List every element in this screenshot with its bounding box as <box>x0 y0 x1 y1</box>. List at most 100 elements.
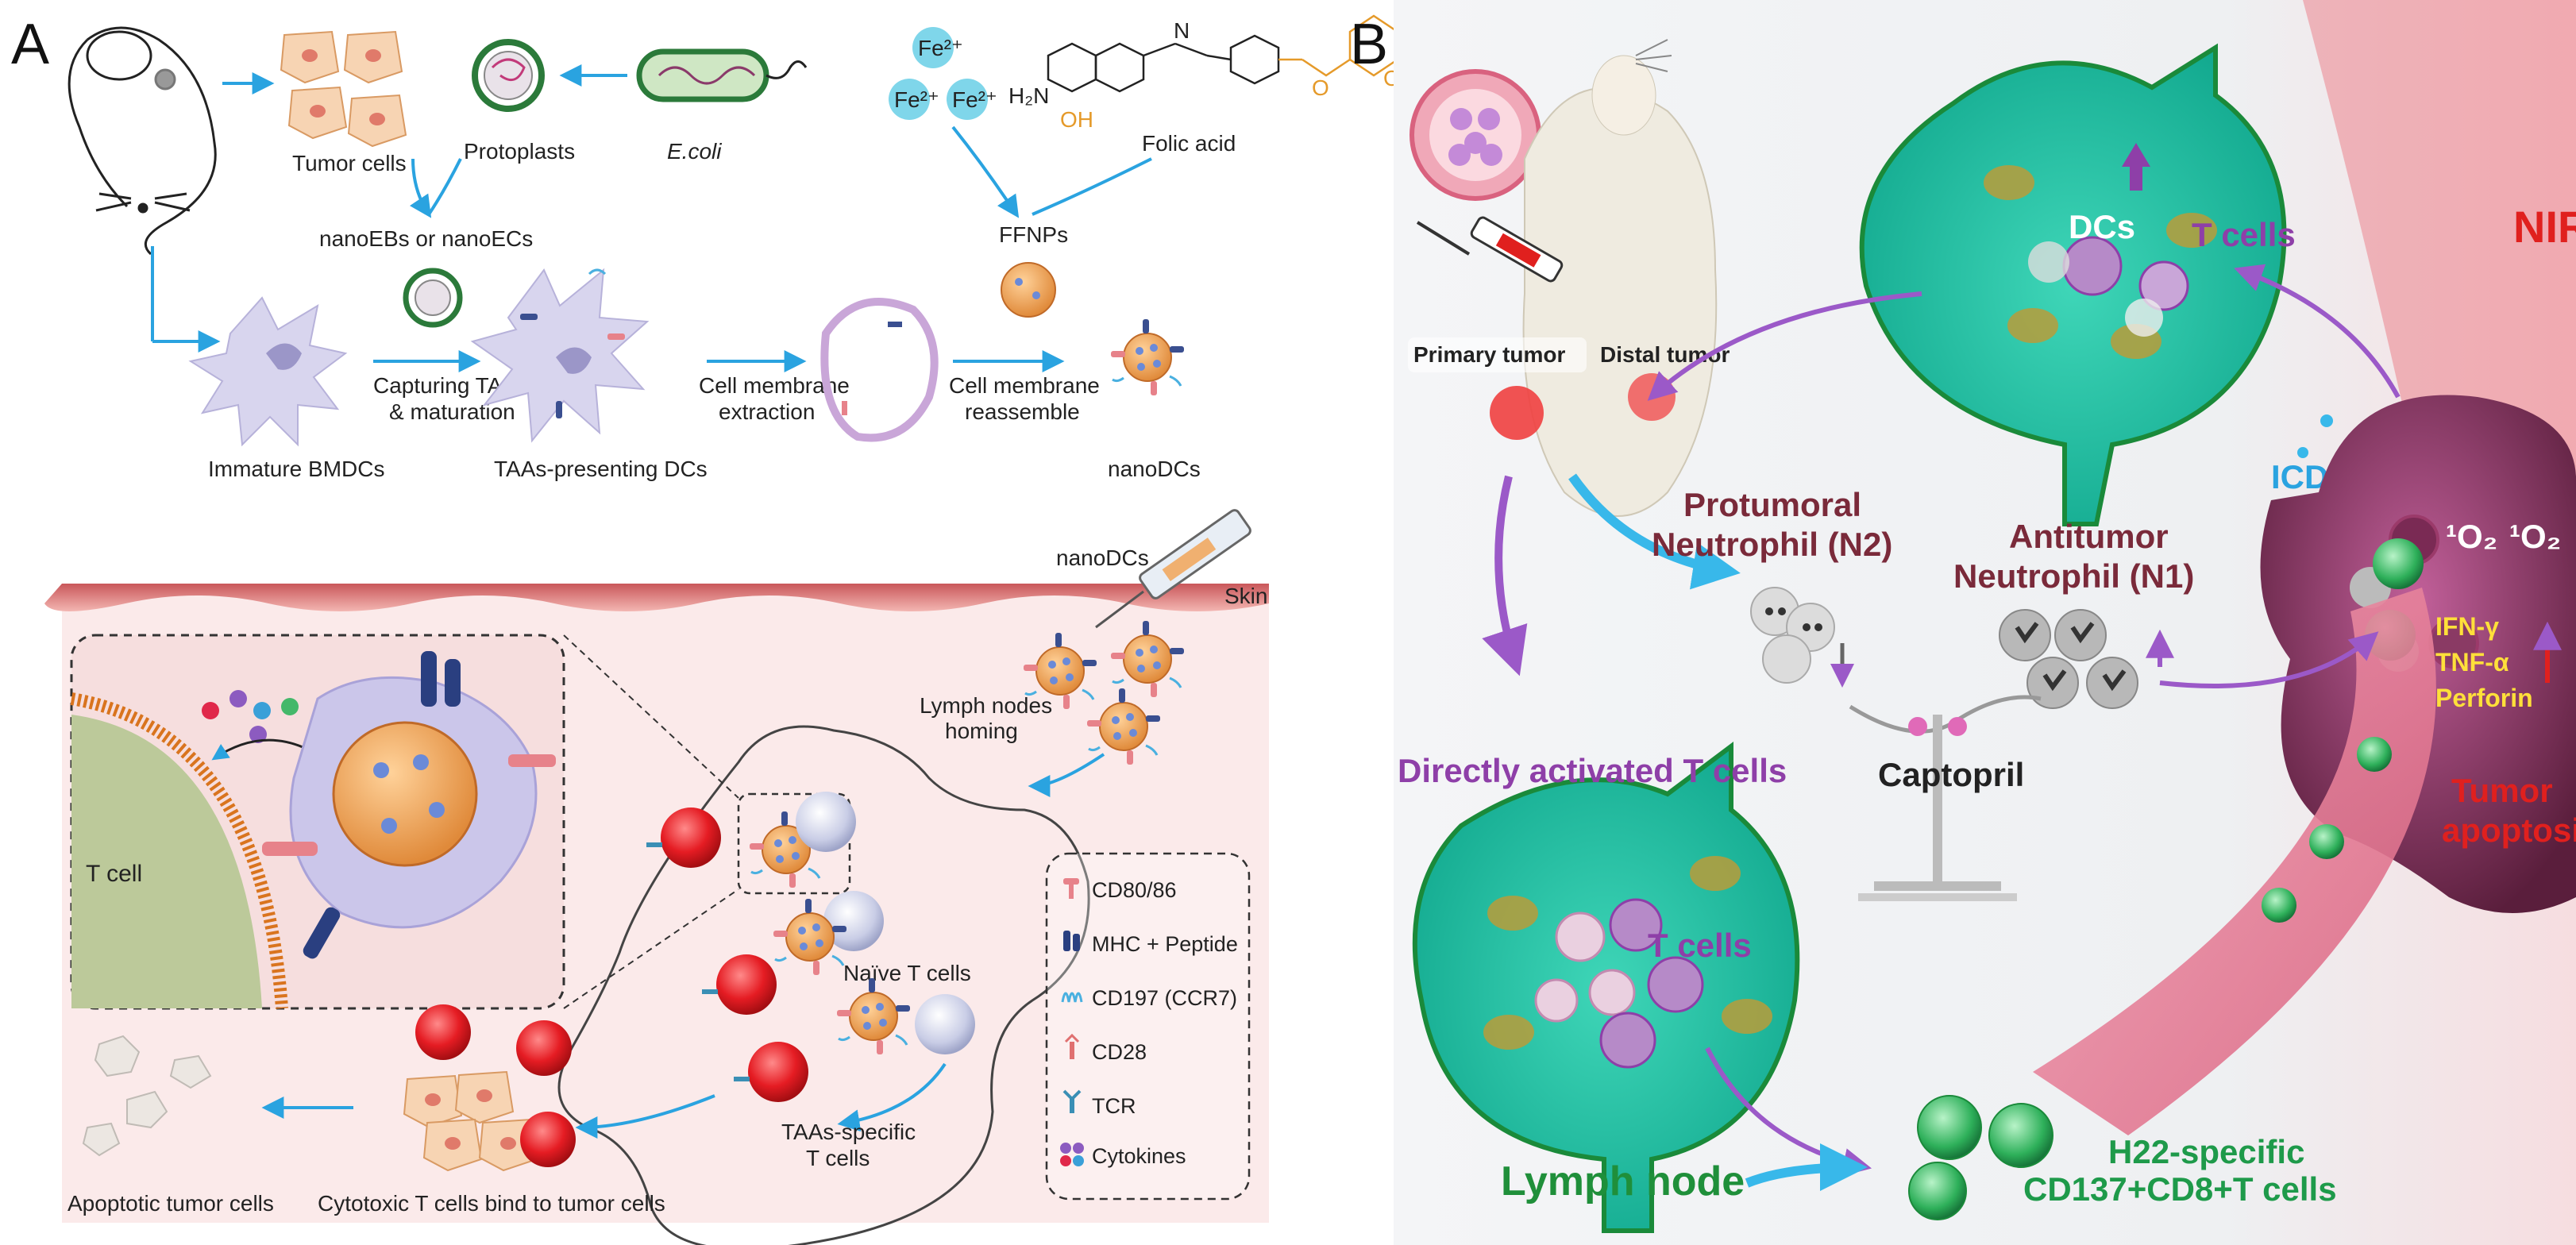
svg-text:O: O <box>1312 75 1329 100</box>
folic-acid-structure <box>1047 14 1398 93</box>
label-nanoebs: nanoEBs or nanoECs <box>319 226 533 251</box>
lymph-node-bottom <box>1412 742 1800 1233</box>
label-ifn: IFN-γ <box>2435 612 2499 641</box>
mouse-icon <box>67 26 217 256</box>
label-nanodcs-syringe: nanoDCs <box>1056 545 1149 570</box>
panel-b-letter: B <box>1350 13 1388 76</box>
label-tumor-cells: Tumor cells <box>292 151 407 175</box>
blood-vessel <box>2033 588 2436 1135</box>
svg-text:Fe²⁺: Fe²⁺ <box>918 36 963 60</box>
cytokines-icon <box>1060 1143 1084 1166</box>
cell-membrane-icon <box>820 298 939 442</box>
svg-text:CD197 (CCR7): CD197 (CCR7) <box>1092 986 1237 1010</box>
protoplast-icon <box>472 39 545 112</box>
label-dcs: DCs <box>2069 208 2135 245</box>
label-naive-t: Naïve T cells <box>843 961 971 985</box>
svg-text:reassemble: reassemble <box>965 399 1080 424</box>
label-nanodcs: nanoDCs <box>1108 457 1201 481</box>
ccr7-icon <box>1061 992 1083 1003</box>
immature-bmdc-icon <box>188 296 348 447</box>
t-cell-body <box>71 715 262 1008</box>
svg-text:& maturation: & maturation <box>389 399 515 424</box>
label-tumor: Tumor <box>2451 772 2553 809</box>
mhc-icon <box>1063 931 1080 951</box>
nanoparticle-icon <box>1409 69 1541 201</box>
label-protoplasts: Protoplasts <box>464 139 575 164</box>
label-apoptotic: Apoptotic tumor cells <box>67 1191 274 1216</box>
svg-text:CD28: CD28 <box>1092 1040 1147 1064</box>
panel-a-letter: A <box>11 13 49 76</box>
h22-cells <box>1908 1095 2053 1220</box>
label-immature-bmdcs: Immature BMDCs <box>208 457 384 481</box>
tcr-icon <box>1062 1089 1082 1113</box>
ecoli-icon <box>636 48 808 102</box>
svg-text:CD80/86: CD80/86 <box>1092 878 1177 902</box>
label-taas-dcs: TAAs-presenting DCs <box>494 457 708 481</box>
lymph-node-outline <box>557 725 1090 1245</box>
label-icd: ICD <box>2271 458 2328 495</box>
primary-tumor-spot <box>1490 386 1544 440</box>
cytotoxic-cluster <box>403 1004 576 1171</box>
label-t-cells-bottom: T cells <box>1648 927 1752 964</box>
label-ffnps: FFNPs <box>999 222 1068 247</box>
naive-t-cell <box>796 792 856 852</box>
nanodc-icon <box>1109 318 1186 397</box>
label-t-cell-inset: T cell <box>86 861 142 887</box>
tumor-cells-cluster <box>280 31 407 147</box>
label-t-cells-top: T cells <box>2192 216 2296 253</box>
label-antitumor-2: Neutrophil (N1) <box>1953 557 2194 595</box>
svg-text:Fe²⁺: Fe²⁺ <box>894 87 939 112</box>
label-perforin: Perforin <box>2435 684 2533 712</box>
label-lymph-node: Lymph node <box>1501 1158 1745 1205</box>
svg-text:extraction: extraction <box>719 399 815 424</box>
label-primary-tumor: Primary tumor <box>1413 342 1565 367</box>
svg-text:TCR: TCR <box>1092 1094 1136 1118</box>
n1-neutrophils <box>1999 609 2174 709</box>
label-antitumor: Antitumor <box>2009 518 2169 555</box>
svg-text:OH: OH <box>1060 107 1093 132</box>
syringe-icon <box>1095 509 1251 629</box>
label-o2-b: ¹O₂ <box>2509 518 2561 555</box>
label-cytotoxic: Cytotoxic T cells bind to tumor cells <box>318 1191 665 1216</box>
svg-text:homing: homing <box>945 719 1018 743</box>
syringe-b-icon <box>1416 216 1564 283</box>
label-ecoli: E.coli <box>667 139 722 164</box>
nanodc-inset-large <box>262 651 556 959</box>
label-nir: NIR <box>2513 202 2576 252</box>
cd28-icon <box>1064 1033 1080 1059</box>
svg-text:Lymph nodes: Lymph nodes <box>920 693 1052 718</box>
svg-text:H₂N: H₂N <box>1008 83 1049 108</box>
svg-text:Cell membrane: Cell membrane <box>949 373 1100 398</box>
label-skin: Skin <box>1224 584 1267 608</box>
legend-box: CD80/86 MHC + Peptide CD197 (CCR7) CD28 … <box>1045 852 1251 1201</box>
label-folic-acid: Folic acid <box>1142 131 1236 156</box>
cd80-icon <box>1063 878 1079 899</box>
taas-presenting-dc-icon <box>470 268 650 443</box>
label-captopril: Captopril <box>1878 756 2024 793</box>
cytokine-burst <box>202 690 299 743</box>
n2-neutrophils <box>1750 587 1854 688</box>
ffnp-icon <box>1001 262 1056 318</box>
captopril-scale <box>1849 695 2042 901</box>
label-tnf: TNF-α <box>2435 648 2509 676</box>
svg-text:MHC + Peptide: MHC + Peptide <box>1092 932 1238 956</box>
svg-text:T cells: T cells <box>806 1146 870 1170</box>
apoptotic-cells <box>82 1035 212 1157</box>
skin-layer <box>44 584 1269 611</box>
svg-text:Fe²⁺: Fe²⁺ <box>952 87 997 112</box>
svg-text:N: N <box>1174 18 1190 43</box>
label-directly-activated: Directly activated T cells <box>1398 752 1787 789</box>
nanoeb-icon <box>403 268 463 328</box>
lymph-node-top <box>1859 43 2287 526</box>
label-protumoral: Protumoral <box>1683 486 1861 523</box>
fe-ions: Fe²⁺ Fe²⁺ Fe²⁺ <box>889 27 997 120</box>
label-protumoral-2: Neutrophil (N2) <box>1652 526 1892 563</box>
svg-text:Cytokines: Cytokines <box>1092 1144 1186 1168</box>
panel-a: A Tumor cells Protoplasts <box>11 4 1433 1245</box>
svg-text:TAAs-specific: TAAs-specific <box>781 1120 916 1144</box>
label-o2-a: ¹O₂ <box>2446 518 2497 555</box>
label-apoptosis: apoptosis <box>2442 811 2576 849</box>
panel-b: B NIR Primary tumor Distal tumor <box>1350 0 2576 1245</box>
label-cd137: CD137+CD8+T cells <box>2023 1170 2337 1208</box>
